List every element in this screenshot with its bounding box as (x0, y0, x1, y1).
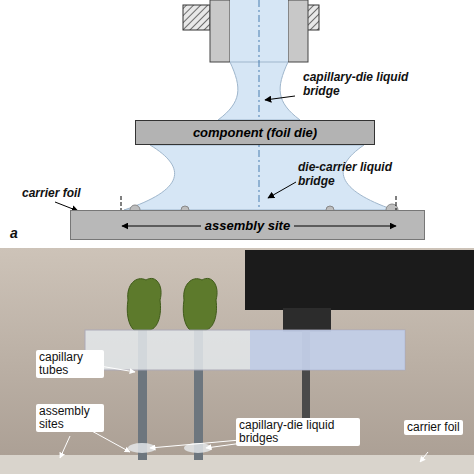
camera (245, 250, 474, 310)
leader-line (265, 96, 295, 100)
capillary-wall (288, 0, 308, 62)
node-text: component (foil die) (193, 125, 317, 140)
camera (283, 308, 331, 332)
photo (0, 248, 474, 474)
photo-label: capillary-die liquid bridges (236, 418, 360, 446)
photo-label: capillary tubes (36, 350, 104, 378)
tube-cap (127, 278, 161, 330)
callout-label: die-carrier liquid bridge (298, 160, 398, 188)
leader-line (100, 366, 135, 372)
leader-line (60, 436, 70, 458)
photo-label: carrier foil (404, 420, 463, 435)
leader-line (150, 440, 240, 448)
photo-background (0, 248, 474, 474)
tube-cap (183, 278, 217, 330)
callout-label: carrier foil (22, 186, 81, 200)
callout-label: capillary-die liquid bridge (303, 70, 413, 98)
photo-label: assembly sites (36, 404, 104, 432)
schematic (55, 0, 398, 216)
carrier-foil (0, 455, 474, 474)
leader-line (420, 452, 428, 462)
capillary-wall (210, 0, 230, 62)
component-box: component (foil die) (135, 120, 375, 145)
carrier-foil-bar: assembly site (70, 210, 425, 240)
panel-letter: a (10, 226, 18, 240)
acrylic-plate (85, 330, 405, 370)
clamp (183, 5, 210, 30)
leader-line (268, 182, 296, 198)
leader-line (90, 430, 130, 452)
acrylic-plate (250, 330, 405, 370)
node-text: assembly site (201, 218, 294, 233)
center-line (259, 0, 260, 210)
